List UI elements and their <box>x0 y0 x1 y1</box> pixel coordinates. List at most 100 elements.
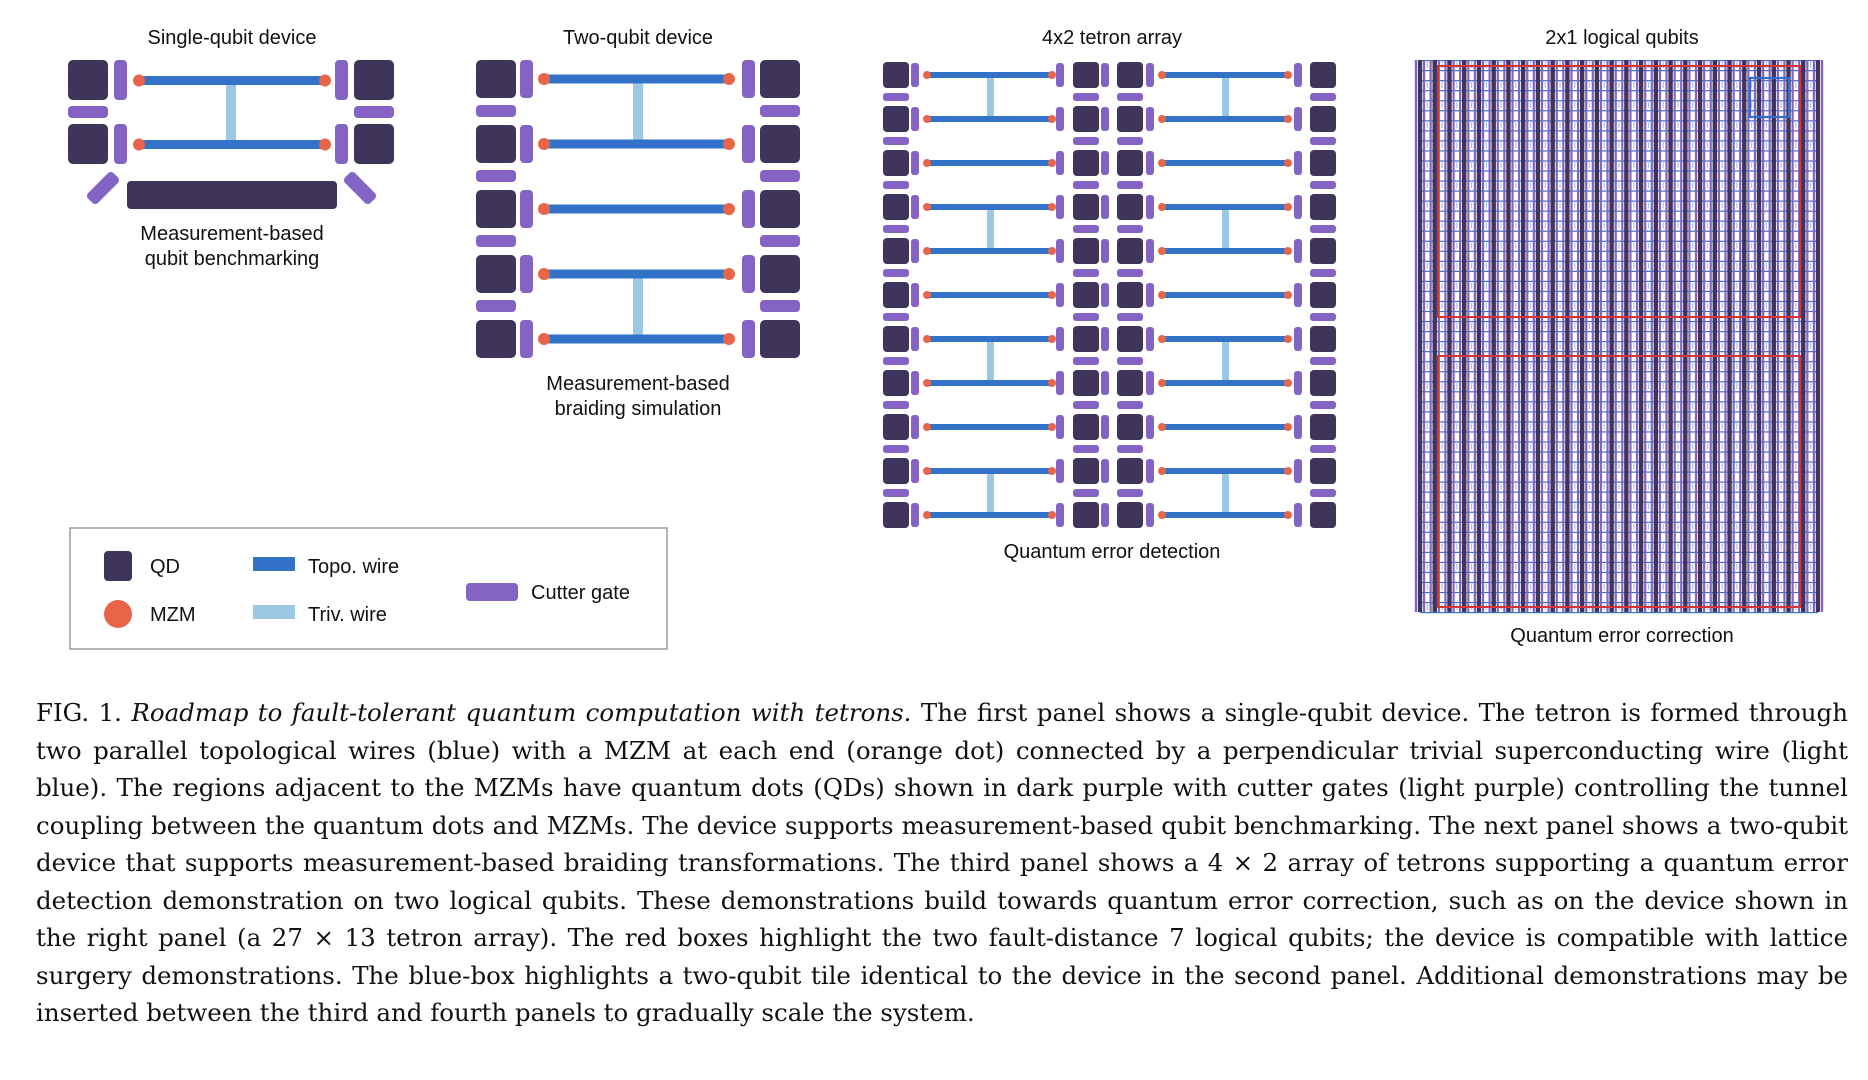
trivial-wire <box>1485 463 1487 470</box>
trivial-wire <box>1677 503 1679 510</box>
trivial-wire <box>1618 423 1620 430</box>
mzm <box>1048 115 1056 123</box>
quantum-dot <box>1310 106 1336 132</box>
topological-wire <box>1162 468 1288 474</box>
topological-wire <box>927 424 1052 430</box>
trivial-wire <box>1618 242 1620 249</box>
topological-wire <box>1420 411 1818 413</box>
trivial-wire <box>1677 142 1679 149</box>
trivial-wire <box>1559 403 1561 410</box>
quantum-dot <box>1117 238 1143 264</box>
legend-topo-label: Topo. wire <box>308 556 399 578</box>
mzm <box>1158 115 1166 123</box>
trivial-wire <box>1677 182 1679 189</box>
trivial-wire <box>1677 102 1679 109</box>
trivial-wire <box>1588 282 1591 289</box>
trivial-wire <box>1485 583 1487 590</box>
trivial-wire <box>1426 62 1428 69</box>
quantum-dot <box>476 320 516 358</box>
trivial-wire <box>1426 603 1428 610</box>
trivial-wire <box>1588 102 1591 109</box>
cutter-gate <box>1117 269 1143 277</box>
mzm <box>923 291 931 299</box>
quantum-dot <box>1310 326 1336 352</box>
trivial-wire <box>1736 543 1738 550</box>
quantum-dot <box>68 124 108 164</box>
mzm <box>923 115 931 123</box>
cutter-column <box>1459 60 1462 612</box>
trivial-wire <box>1736 162 1738 169</box>
trivial-wire <box>1426 443 1428 450</box>
trivial-wire <box>1559 102 1561 109</box>
trivial-wire <box>1426 202 1428 209</box>
quantum-dot-column <box>1535 60 1541 612</box>
mzm <box>538 268 550 280</box>
cutter-gate <box>1073 269 1099 277</box>
trivial-wire <box>1751 423 1753 430</box>
cutter-gate <box>1146 415 1154 439</box>
topological-wire <box>1420 290 1818 293</box>
trivial-wire <box>1677 222 1679 229</box>
trivial-wire <box>1529 563 1532 570</box>
cutter-column <box>1473 60 1476 612</box>
cutter-column <box>1658 60 1662 612</box>
trivial-wire <box>1721 282 1723 289</box>
trivial-wire <box>1500 363 1502 370</box>
trivial-wire <box>1692 343 1694 350</box>
trivial-wire <box>1559 302 1561 309</box>
trivial-wire <box>1662 463 1664 470</box>
trivial-wire <box>1780 162 1782 169</box>
trivial-wire <box>1456 463 1458 470</box>
quantum-dot <box>883 150 909 176</box>
trivial-wire <box>1500 443 1502 450</box>
legend-qd-label: QD <box>150 556 180 578</box>
cutter-gate <box>1056 371 1064 395</box>
trivial-wire <box>1633 102 1635 109</box>
cutter-gate <box>335 60 348 100</box>
trivial-wire <box>1559 82 1561 89</box>
trivial-wire <box>1485 563 1487 570</box>
trivial-wire <box>1662 363 1664 370</box>
mzm <box>1284 159 1292 167</box>
cutter-column <box>1481 60 1485 612</box>
topological-wire <box>1420 190 1818 192</box>
trivial-wire <box>1515 202 1517 209</box>
cutter-gate <box>1117 93 1143 101</box>
trivial-wire <box>1692 383 1694 390</box>
trivial-wire <box>1544 82 1546 89</box>
two-qubit-tile-box <box>1748 76 1791 119</box>
trivial-wire <box>1810 583 1812 590</box>
trivial-wire <box>1485 383 1487 390</box>
trivial-wire <box>1692 543 1694 550</box>
trivial-wire <box>1795 242 1797 249</box>
quantum-dot <box>883 502 909 528</box>
trivial-wire <box>1618 363 1620 370</box>
cutter-column <box>1444 60 1447 612</box>
quantum-dot <box>1117 414 1143 440</box>
topological-wire <box>1420 601 1818 604</box>
trivial-wire <box>1765 162 1768 169</box>
trivial-wire <box>1485 202 1487 209</box>
trivial-wire <box>1721 423 1723 430</box>
trivial-wire <box>1706 503 1709 510</box>
topological-wire <box>927 248 1052 254</box>
cutter-gate <box>1056 239 1064 263</box>
mzm <box>1158 159 1166 167</box>
trivial-wire <box>1780 523 1782 530</box>
panel-2-subtitle-line1: Measurement-based <box>546 373 729 395</box>
trivial-wire <box>1736 182 1738 189</box>
cutter-column <box>1437 60 1440 612</box>
trivial-wire <box>987 207 994 251</box>
trivial-wire <box>1559 563 1561 570</box>
trivial-wire <box>1618 202 1620 209</box>
trivial-wire <box>1618 222 1620 229</box>
trivial-wire <box>1692 222 1694 229</box>
trivial-wire <box>1470 523 1473 530</box>
trivial-wire <box>1456 423 1458 430</box>
cutter-gate <box>742 125 755 163</box>
topological-wire <box>927 292 1052 298</box>
trivial-wire <box>1662 142 1664 149</box>
quantum-dot <box>883 62 909 88</box>
trivial-wire <box>1662 202 1664 209</box>
trivial-wire <box>1633 82 1635 89</box>
